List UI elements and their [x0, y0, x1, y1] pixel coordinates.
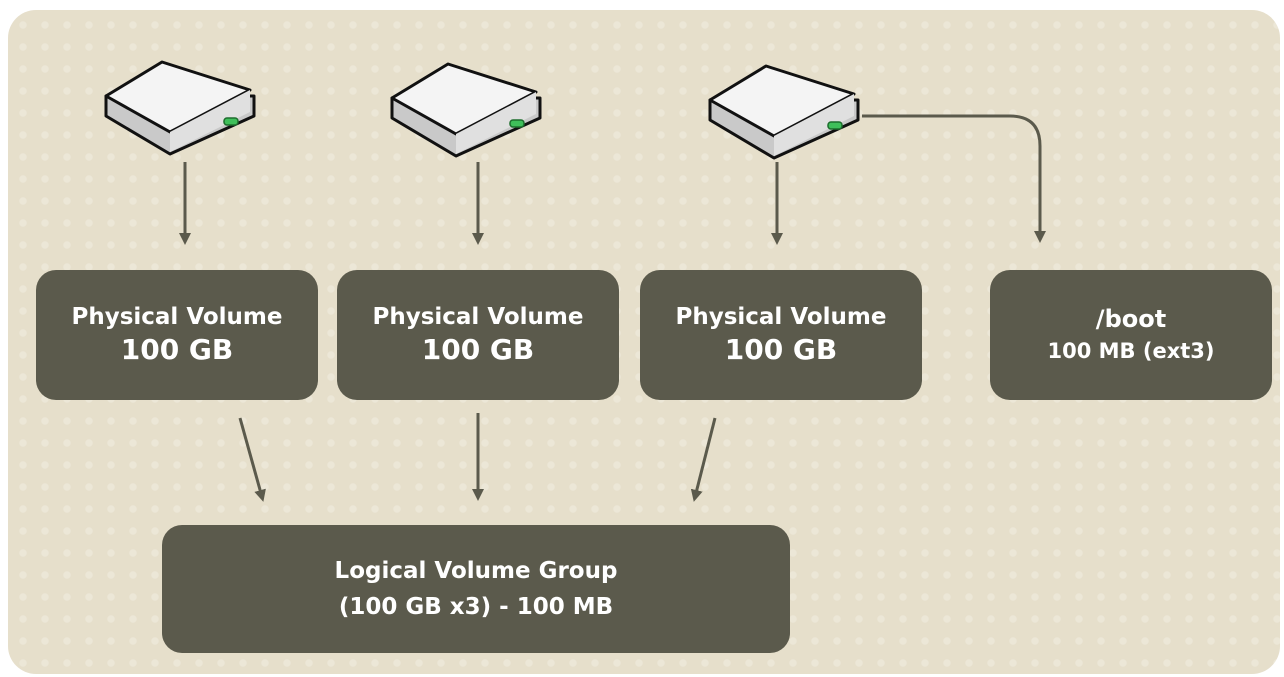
- arrow-disk3-to-boot: [862, 114, 1046, 243]
- hard-disk-icon: [104, 60, 256, 156]
- physical-volume-box: Physical Volume 100 GB: [337, 270, 619, 400]
- hard-disk-icon: [390, 62, 542, 158]
- hard-disk-icon: [708, 64, 860, 160]
- physical-volume-title: Physical Volume: [675, 304, 887, 330]
- logical-volume-group-size: (100 GB x3) - 100 MB: [338, 594, 614, 620]
- physical-volume-title: Physical Volume: [372, 304, 584, 330]
- arrow-pv3-to-lvg: [690, 417, 717, 502]
- boot-partition-title: /boot: [1095, 305, 1167, 333]
- physical-volume-size: 100 GB: [120, 333, 234, 366]
- physical-volume-box: Physical Volume 100 GB: [36, 270, 318, 400]
- boot-partition-size: 100 MB (ext3): [1047, 339, 1215, 363]
- logical-volume-group-title: Logical Volume Group: [334, 558, 618, 584]
- physical-volume-title: Physical Volume: [71, 304, 283, 330]
- arrow-pv1-to-lvg: [238, 417, 266, 502]
- physical-volume-size: 100 GB: [724, 333, 838, 366]
- physical-volume-size: 100 GB: [421, 333, 535, 366]
- boot-partition-box: /boot 100 MB (ext3): [990, 270, 1272, 400]
- logical-volume-group-box: Logical Volume Group (100 GB x3) - 100 M…: [162, 525, 790, 653]
- physical-volume-box: Physical Volume 100 GB: [640, 270, 922, 400]
